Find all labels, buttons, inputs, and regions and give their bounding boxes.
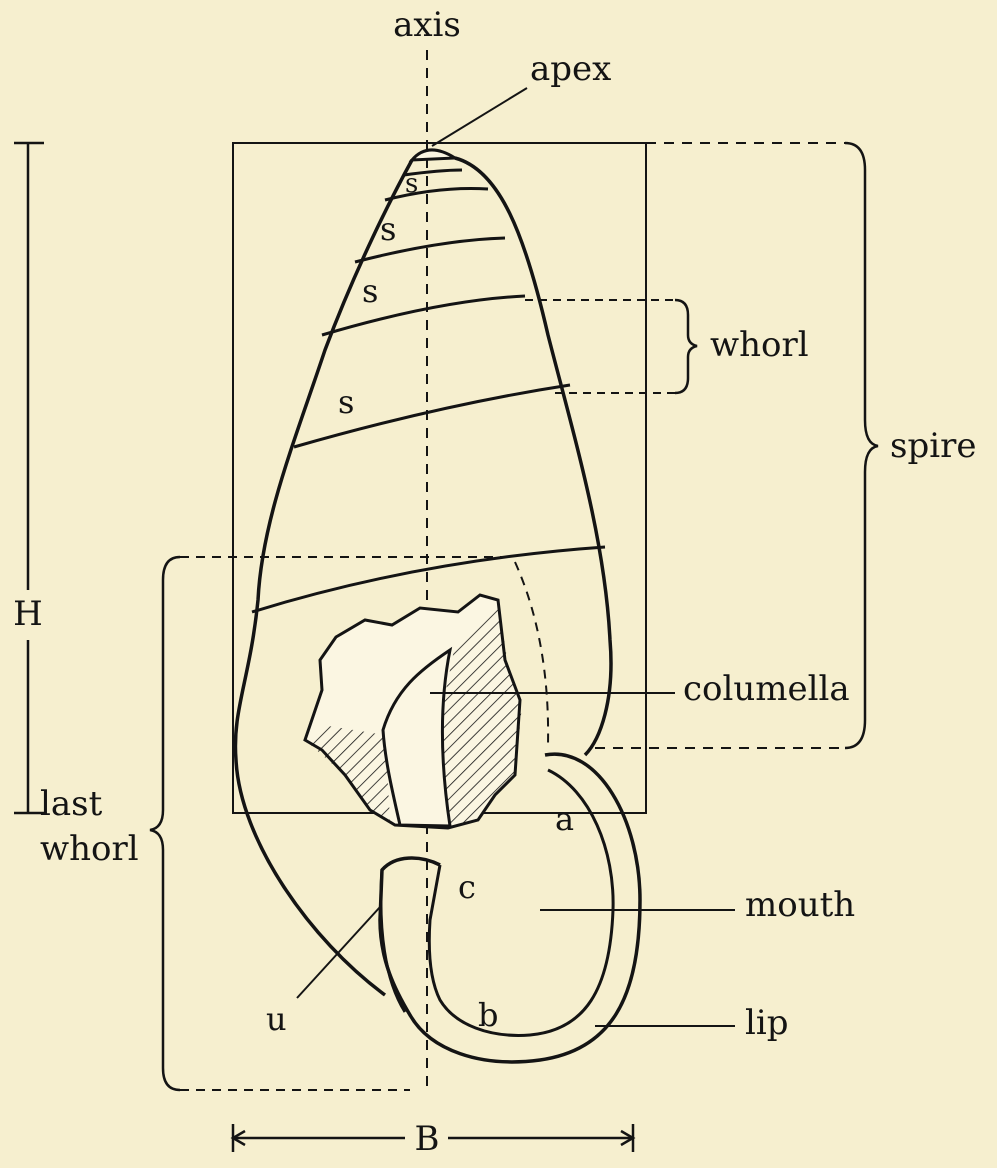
point-a-label: a <box>555 800 574 838</box>
suture-label-1: s <box>405 169 418 199</box>
lip-label: lip <box>745 1003 789 1043</box>
suture-label-4: s <box>338 383 354 421</box>
point-b-label: b <box>478 996 498 1034</box>
apex-label: apex <box>530 49 611 89</box>
suture-label-3: s <box>362 272 378 310</box>
hatched-left <box>305 725 390 820</box>
apex-cap <box>412 150 455 160</box>
point-c-label: c <box>458 868 476 906</box>
shell-outline <box>235 158 611 995</box>
axis-label: axis <box>393 5 461 45</box>
last-whorl-label-line2: whorl <box>40 829 139 869</box>
suture-label-2: s <box>380 210 396 248</box>
point-u-label: u <box>266 1000 287 1038</box>
last-whorl-label-line1: last <box>40 784 103 824</box>
mouth-label: mouth <box>745 885 855 925</box>
breadth-label: B <box>415 1119 440 1159</box>
columella-label: columella <box>683 669 850 709</box>
spire-label: spire <box>890 426 976 466</box>
height-dimension <box>14 143 44 813</box>
suture-lines <box>252 170 605 612</box>
spire-bracket <box>595 143 878 748</box>
height-label: H <box>13 594 43 634</box>
columellar-lip <box>381 870 405 1012</box>
whorl-label: whorl <box>710 325 809 365</box>
